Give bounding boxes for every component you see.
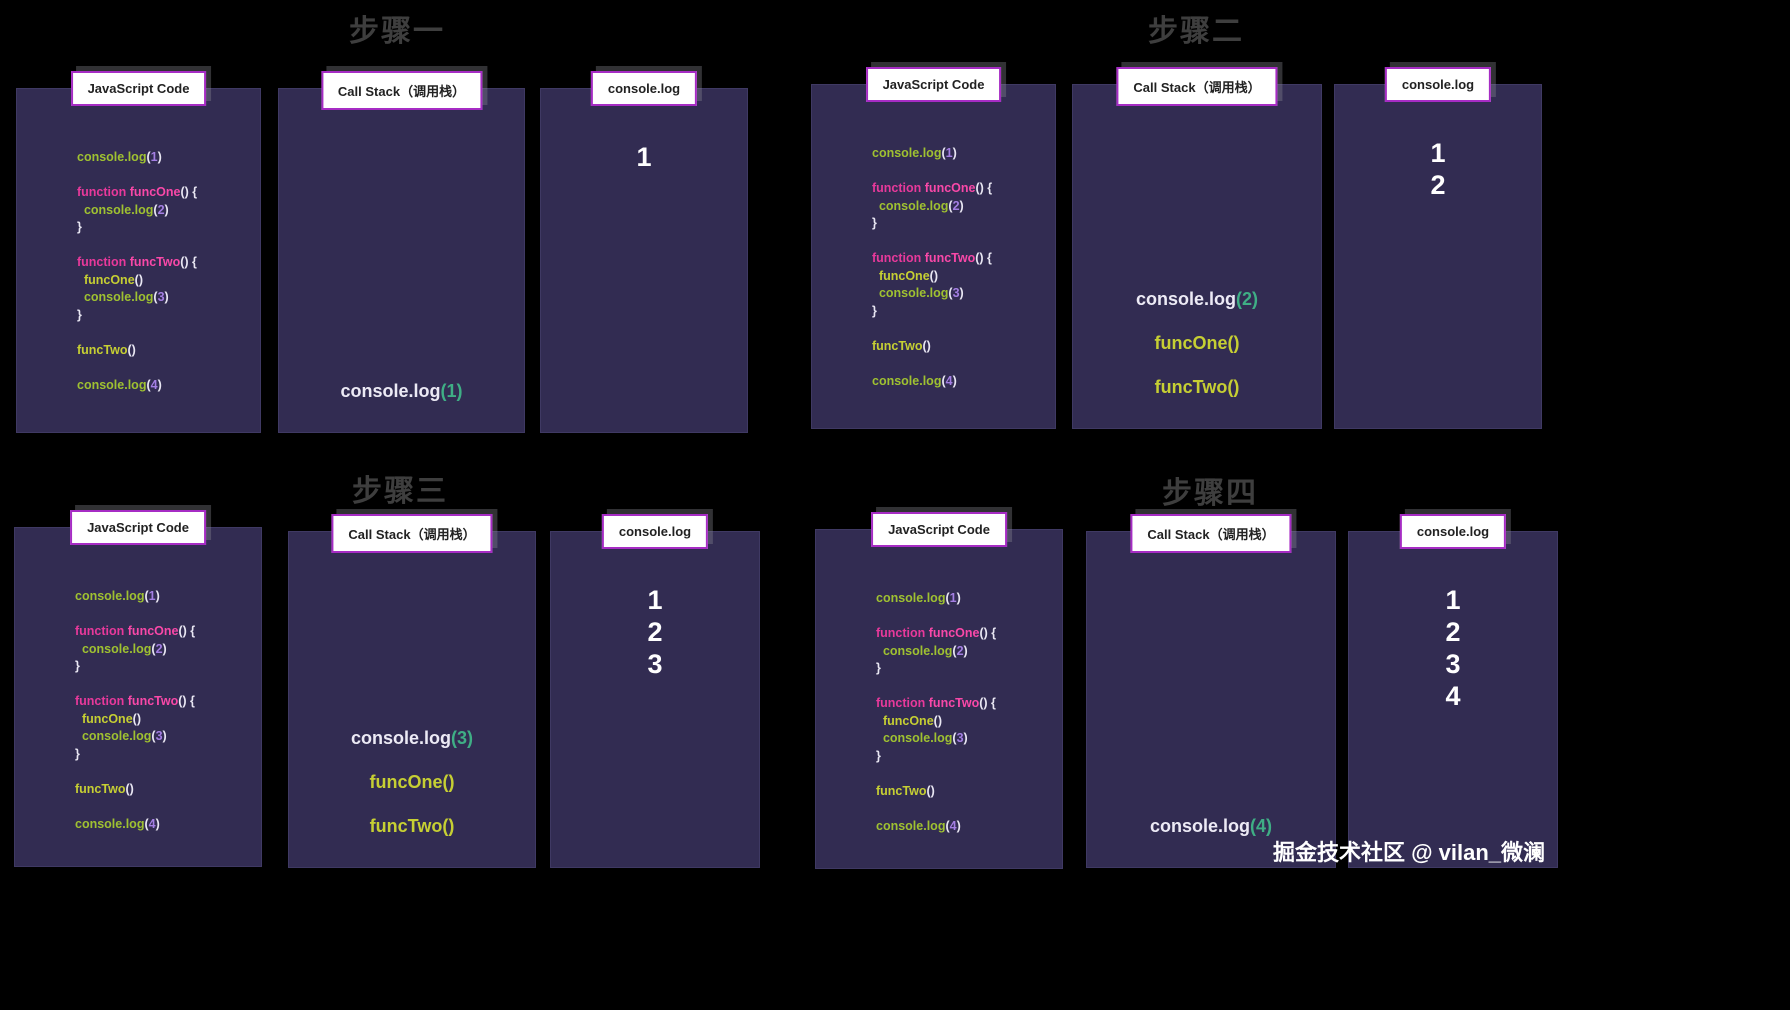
step-1-console-box: console.log 1 (540, 71, 748, 433)
step-3-js-code-box: JavaScript Code console.log(1) function … (14, 510, 262, 867)
call-stack-header-label: Call Stack（调用栈） (1130, 514, 1292, 553)
watermark: 掘金技术社区 @ vilan_微澜 (1273, 840, 1546, 865)
step-2-js-code-box: JavaScript Code console.log(1) function … (811, 67, 1056, 429)
step-1-title: 步骤一 (349, 15, 445, 48)
call-stack-header-label: Call Stack（调用栈） (320, 71, 483, 110)
step-3-title: 步骤三 (352, 475, 448, 508)
console-output: 1 (636, 142, 652, 172)
js-code-header-label: JavaScript Code (871, 512, 1007, 547)
console-log-header-label: console.log (601, 514, 709, 549)
console-log-header-label: console.log (590, 71, 698, 106)
call-stack-items: console.log(1) (340, 381, 463, 401)
js-code-header-label: JavaScript Code (70, 71, 207, 106)
step-3-call-stack-box: Call Stack（调用栈） console.log(3)funcOne()f… (288, 514, 536, 868)
console-log-header-label: console.log (1384, 67, 1492, 102)
step-1-call-stack-box: Call Stack（调用栈） console.log(1) (278, 71, 525, 433)
console-log-header-label: console.log (1399, 514, 1507, 549)
code-listing: console.log(1) function funcOne() { cons… (75, 589, 196, 831)
js-code-header-label: JavaScript Code (70, 510, 206, 545)
step-4-js-code-box: JavaScript Code console.log(1) function … (815, 512, 1063, 869)
call-stack-items: console.log(4) (1149, 816, 1272, 836)
js-code-header-label: JavaScript Code (865, 67, 1002, 102)
call-stack-header-label: Call Stack（调用栈） (331, 514, 493, 553)
code-listing: console.log(1) function funcOne() { cons… (872, 146, 993, 388)
step-2-call-stack-box: Call Stack（调用栈） console.log(2)funcOne()f… (1072, 67, 1322, 429)
step-4-title: 步骤四 (1162, 477, 1258, 510)
code-listing: console.log(1) function funcOne() { cons… (876, 591, 997, 833)
call-stack-items: console.log(2)funcOne()funcTwo() (1135, 289, 1258, 397)
step-1-js-code-box: JavaScript Code console.log(1) function … (16, 71, 261, 433)
call-stack-items: console.log(3)funcOne()funcTwo() (350, 728, 473, 836)
step-2-title: 步骤二 (1148, 15, 1244, 48)
call-stack-header-label: Call Stack（调用栈） (1116, 67, 1278, 106)
step-4-call-stack-box: Call Stack（调用栈） console.log(4) (1086, 514, 1336, 868)
code-listing: console.log(1) function funcOne() { cons… (77, 150, 198, 392)
